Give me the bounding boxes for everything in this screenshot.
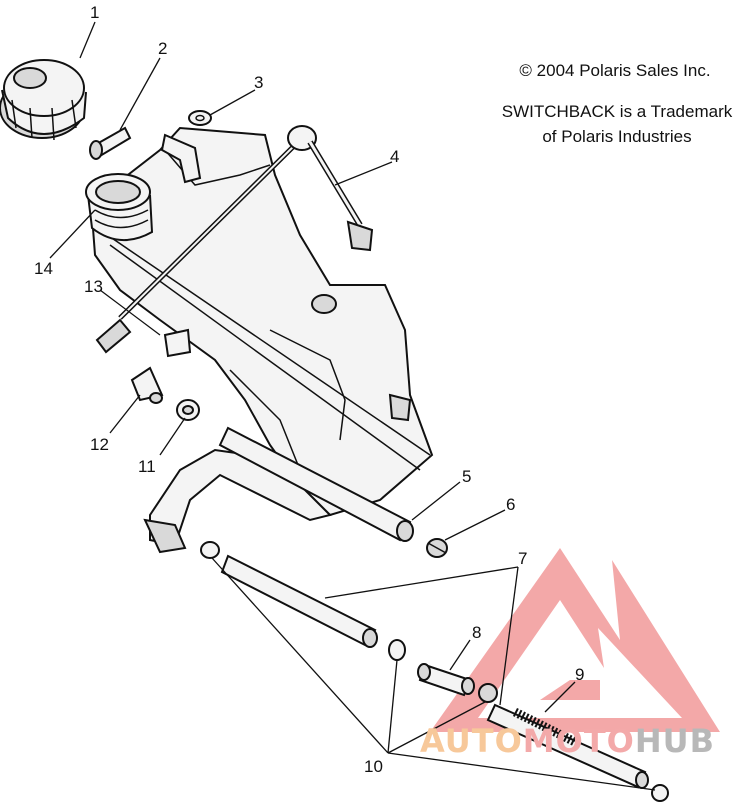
label-4: 4 (390, 147, 399, 166)
grommet (176, 399, 200, 421)
elbow-fitting (130, 366, 164, 404)
label-13: 13 (84, 277, 103, 296)
label-8: 8 (472, 623, 481, 642)
fuel-hose-upper (218, 426, 414, 542)
label-10: 10 (364, 757, 383, 776)
retainer-pin (89, 126, 132, 160)
label-6: 6 (506, 495, 515, 514)
tank-lower-section (143, 448, 332, 554)
fuel-filter (417, 663, 475, 697)
label-9: 9 (575, 665, 584, 684)
watermark-text: AUTOMOTOHUB (420, 722, 745, 760)
label-2: 2 (158, 39, 167, 58)
hose-clamp (426, 538, 448, 558)
trademark-text-line-2: of Polaris Industries (542, 127, 692, 146)
trademark-text-line-1: SWITCHBACK is a Trademark (501, 102, 733, 121)
filler-neck (85, 173, 154, 242)
leader-lines (49, 21, 656, 791)
label-1: 1 (90, 3, 99, 22)
watermark-moto: MOTO (522, 722, 635, 760)
vent-rod (118, 125, 374, 320)
label-3: 3 (254, 73, 263, 92)
washer (188, 110, 212, 126)
mounting-bracket (160, 133, 202, 184)
label-14: 14 (34, 259, 53, 278)
sender-connector (95, 318, 192, 358)
fuel-cap (0, 59, 87, 141)
watermark-hub: HUB (634, 722, 716, 760)
small-clamps (200, 541, 669, 802)
label-12: 12 (90, 435, 109, 454)
copyright-text: © 2004 Polaris Sales Inc. (519, 61, 711, 80)
watermark-auto: AUTO (420, 722, 523, 760)
label-11: 11 (138, 457, 156, 476)
label-7: 7 (518, 549, 527, 568)
label-5: 5 (462, 467, 471, 486)
fuel-hose-lower (220, 554, 378, 648)
